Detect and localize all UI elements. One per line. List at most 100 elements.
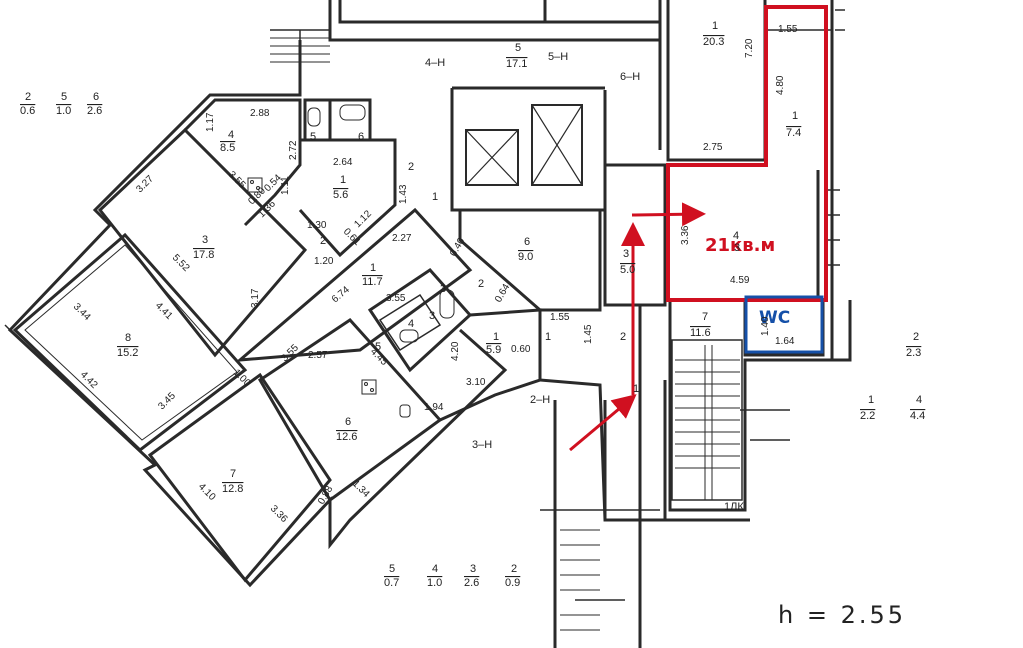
svg-text:2–Н: 2–Н: [530, 394, 550, 406]
svg-text:3.17: 3.17: [250, 288, 261, 308]
room-label-4-8-5: 48.5: [220, 129, 235, 154]
room-label-1-11-7: 111.7: [362, 262, 383, 288]
svg-text:4: 4: [432, 563, 438, 575]
svg-text:3.55: 3.55: [279, 342, 301, 364]
svg-text:1.55: 1.55: [778, 24, 798, 35]
svg-text:3.36: 3.36: [268, 503, 290, 525]
svg-text:1.0: 1.0: [427, 577, 442, 589]
svg-text:2: 2: [408, 161, 414, 173]
svg-text:1: 1: [340, 174, 346, 186]
room-label-3-17-8: 317.8: [193, 234, 214, 261]
room-label-6-12-6: 612.6: [336, 416, 357, 443]
svg-text:5: 5: [61, 91, 67, 103]
svg-text:2.2: 2.2: [860, 410, 875, 422]
svg-text:2.6: 2.6: [464, 577, 479, 589]
room-label-6-9-0: 69.0: [518, 236, 533, 263]
svg-text:4.59: 4.59: [730, 275, 750, 286]
svg-text:5.9: 5.9: [486, 344, 501, 356]
svg-text:1.34: 1.34: [350, 478, 372, 500]
svg-text:20.3: 20.3: [703, 36, 724, 48]
svg-text:2: 2: [620, 331, 626, 343]
svg-text:4.42: 4.42: [78, 369, 100, 391]
svg-text:1.94: 1.94: [424, 402, 444, 413]
svg-text:0.7: 0.7: [384, 577, 399, 589]
svg-text:4: 4: [916, 394, 922, 406]
balcony-label-2-0-9: 20.9: [505, 563, 520, 589]
svg-text:2: 2: [478, 278, 484, 290]
svg-text:2.57: 2.57: [308, 350, 328, 361]
svg-text:12.8: 12.8: [222, 483, 243, 495]
svg-text:1: 1: [712, 20, 718, 32]
room-label-1-5-6: 15.6: [333, 174, 348, 201]
svg-text:4.80: 4.80: [775, 75, 786, 95]
svg-text:2: 2: [320, 235, 326, 247]
fixtures: [247, 104, 455, 418]
room-labels: 120.3 17.4 43 711.6 22.3 12.2 44.4 517.1…: [20, 20, 925, 589]
svg-text:1.55: 1.55: [550, 312, 570, 323]
walls-rotated: [7, 40, 542, 588]
svg-text:5: 5: [389, 563, 395, 575]
elevator-icon: [465, 104, 583, 186]
highlighted-unit: [666, 5, 828, 354]
room-label-4-main: 43: [733, 230, 740, 254]
svg-text:9.0: 9.0: [518, 251, 533, 263]
svg-text:6.74: 6.74: [330, 284, 352, 305]
svg-text:3.36: 3.36: [680, 225, 691, 245]
room-label-7-11-6: 711.6: [690, 311, 711, 339]
svg-text:1ЛК: 1ЛК: [724, 501, 744, 513]
svg-text:2.64: 2.64: [333, 157, 353, 168]
svg-text:7: 7: [230, 468, 236, 480]
svg-text:1: 1: [792, 110, 798, 122]
svg-text:7.4: 7.4: [786, 127, 801, 139]
svg-text:3–Н: 3–Н: [472, 439, 492, 451]
svg-text:7: 7: [702, 311, 708, 323]
svg-text:2.3: 2.3: [906, 347, 921, 359]
balcony-label-3-2-6: 32.6: [464, 563, 479, 589]
svg-text:6: 6: [345, 416, 351, 428]
svg-text:2.6: 2.6: [87, 105, 102, 117]
ceiling-height: h = 2.55: [778, 601, 906, 629]
svg-text:4.45: 4.45: [368, 346, 390, 368]
balcony-label-6-2-6: 62.6: [87, 91, 102, 117]
svg-text:1.30: 1.30: [307, 220, 327, 231]
svg-text:1: 1: [432, 191, 438, 203]
svg-text:5: 5: [310, 131, 316, 143]
svg-text:17.1: 17.1: [506, 58, 527, 70]
svg-text:8: 8: [125, 332, 131, 344]
svg-text:0.60: 0.60: [511, 344, 531, 355]
svg-text:4.4: 4.4: [910, 410, 925, 422]
svg-text:17.8: 17.8: [193, 249, 214, 261]
stairs: [270, 37, 740, 631]
svg-text:1.17: 1.17: [205, 112, 216, 132]
room-label-8-15-2: 815.2: [117, 332, 138, 359]
balcony-label-5-0-7: 50.7: [384, 563, 399, 589]
svg-text:3: 3: [623, 248, 629, 260]
room-label-1-5-9: 15.9: [486, 331, 501, 356]
svg-text:11.6: 11.6: [690, 327, 711, 339]
svg-text:1: 1: [370, 262, 376, 274]
svg-text:4–Н: 4–Н: [425, 57, 445, 69]
svg-text:2: 2: [913, 331, 919, 343]
room-label-5-17-1: 517.1: [506, 42, 527, 70]
svg-text:2.72: 2.72: [288, 140, 299, 160]
room-label-7-12-8: 712.8: [222, 468, 243, 495]
svg-text:1.40: 1.40: [760, 316, 771, 336]
svg-text:4: 4: [228, 129, 234, 141]
corridor-labels: 4–Н 5–Н 6–Н 2–Н 3–Н 1ЛК: [425, 51, 744, 513]
balcony-label-5-1-0: 51.0: [56, 91, 71, 117]
room-label-20-3: 120.3: [703, 20, 724, 48]
svg-text:0.88: 0.88: [316, 484, 335, 507]
svg-text:12.6: 12.6: [336, 431, 357, 443]
svg-text:1.64: 1.64: [775, 336, 795, 347]
svg-text:11.7: 11.7: [362, 276, 383, 288]
svg-text:5.0: 5.0: [620, 264, 635, 276]
svg-text:4.10: 4.10: [196, 481, 218, 503]
svg-text:2.27: 2.27: [392, 233, 412, 244]
svg-text:3: 3: [734, 242, 740, 254]
svg-text:5.6: 5.6: [333, 189, 348, 201]
svg-text:1.00: 1.00: [231, 367, 253, 389]
room-label-1-2-2: 12.2: [860, 394, 875, 422]
svg-text:6: 6: [358, 131, 364, 143]
svg-text:1: 1: [545, 331, 551, 343]
